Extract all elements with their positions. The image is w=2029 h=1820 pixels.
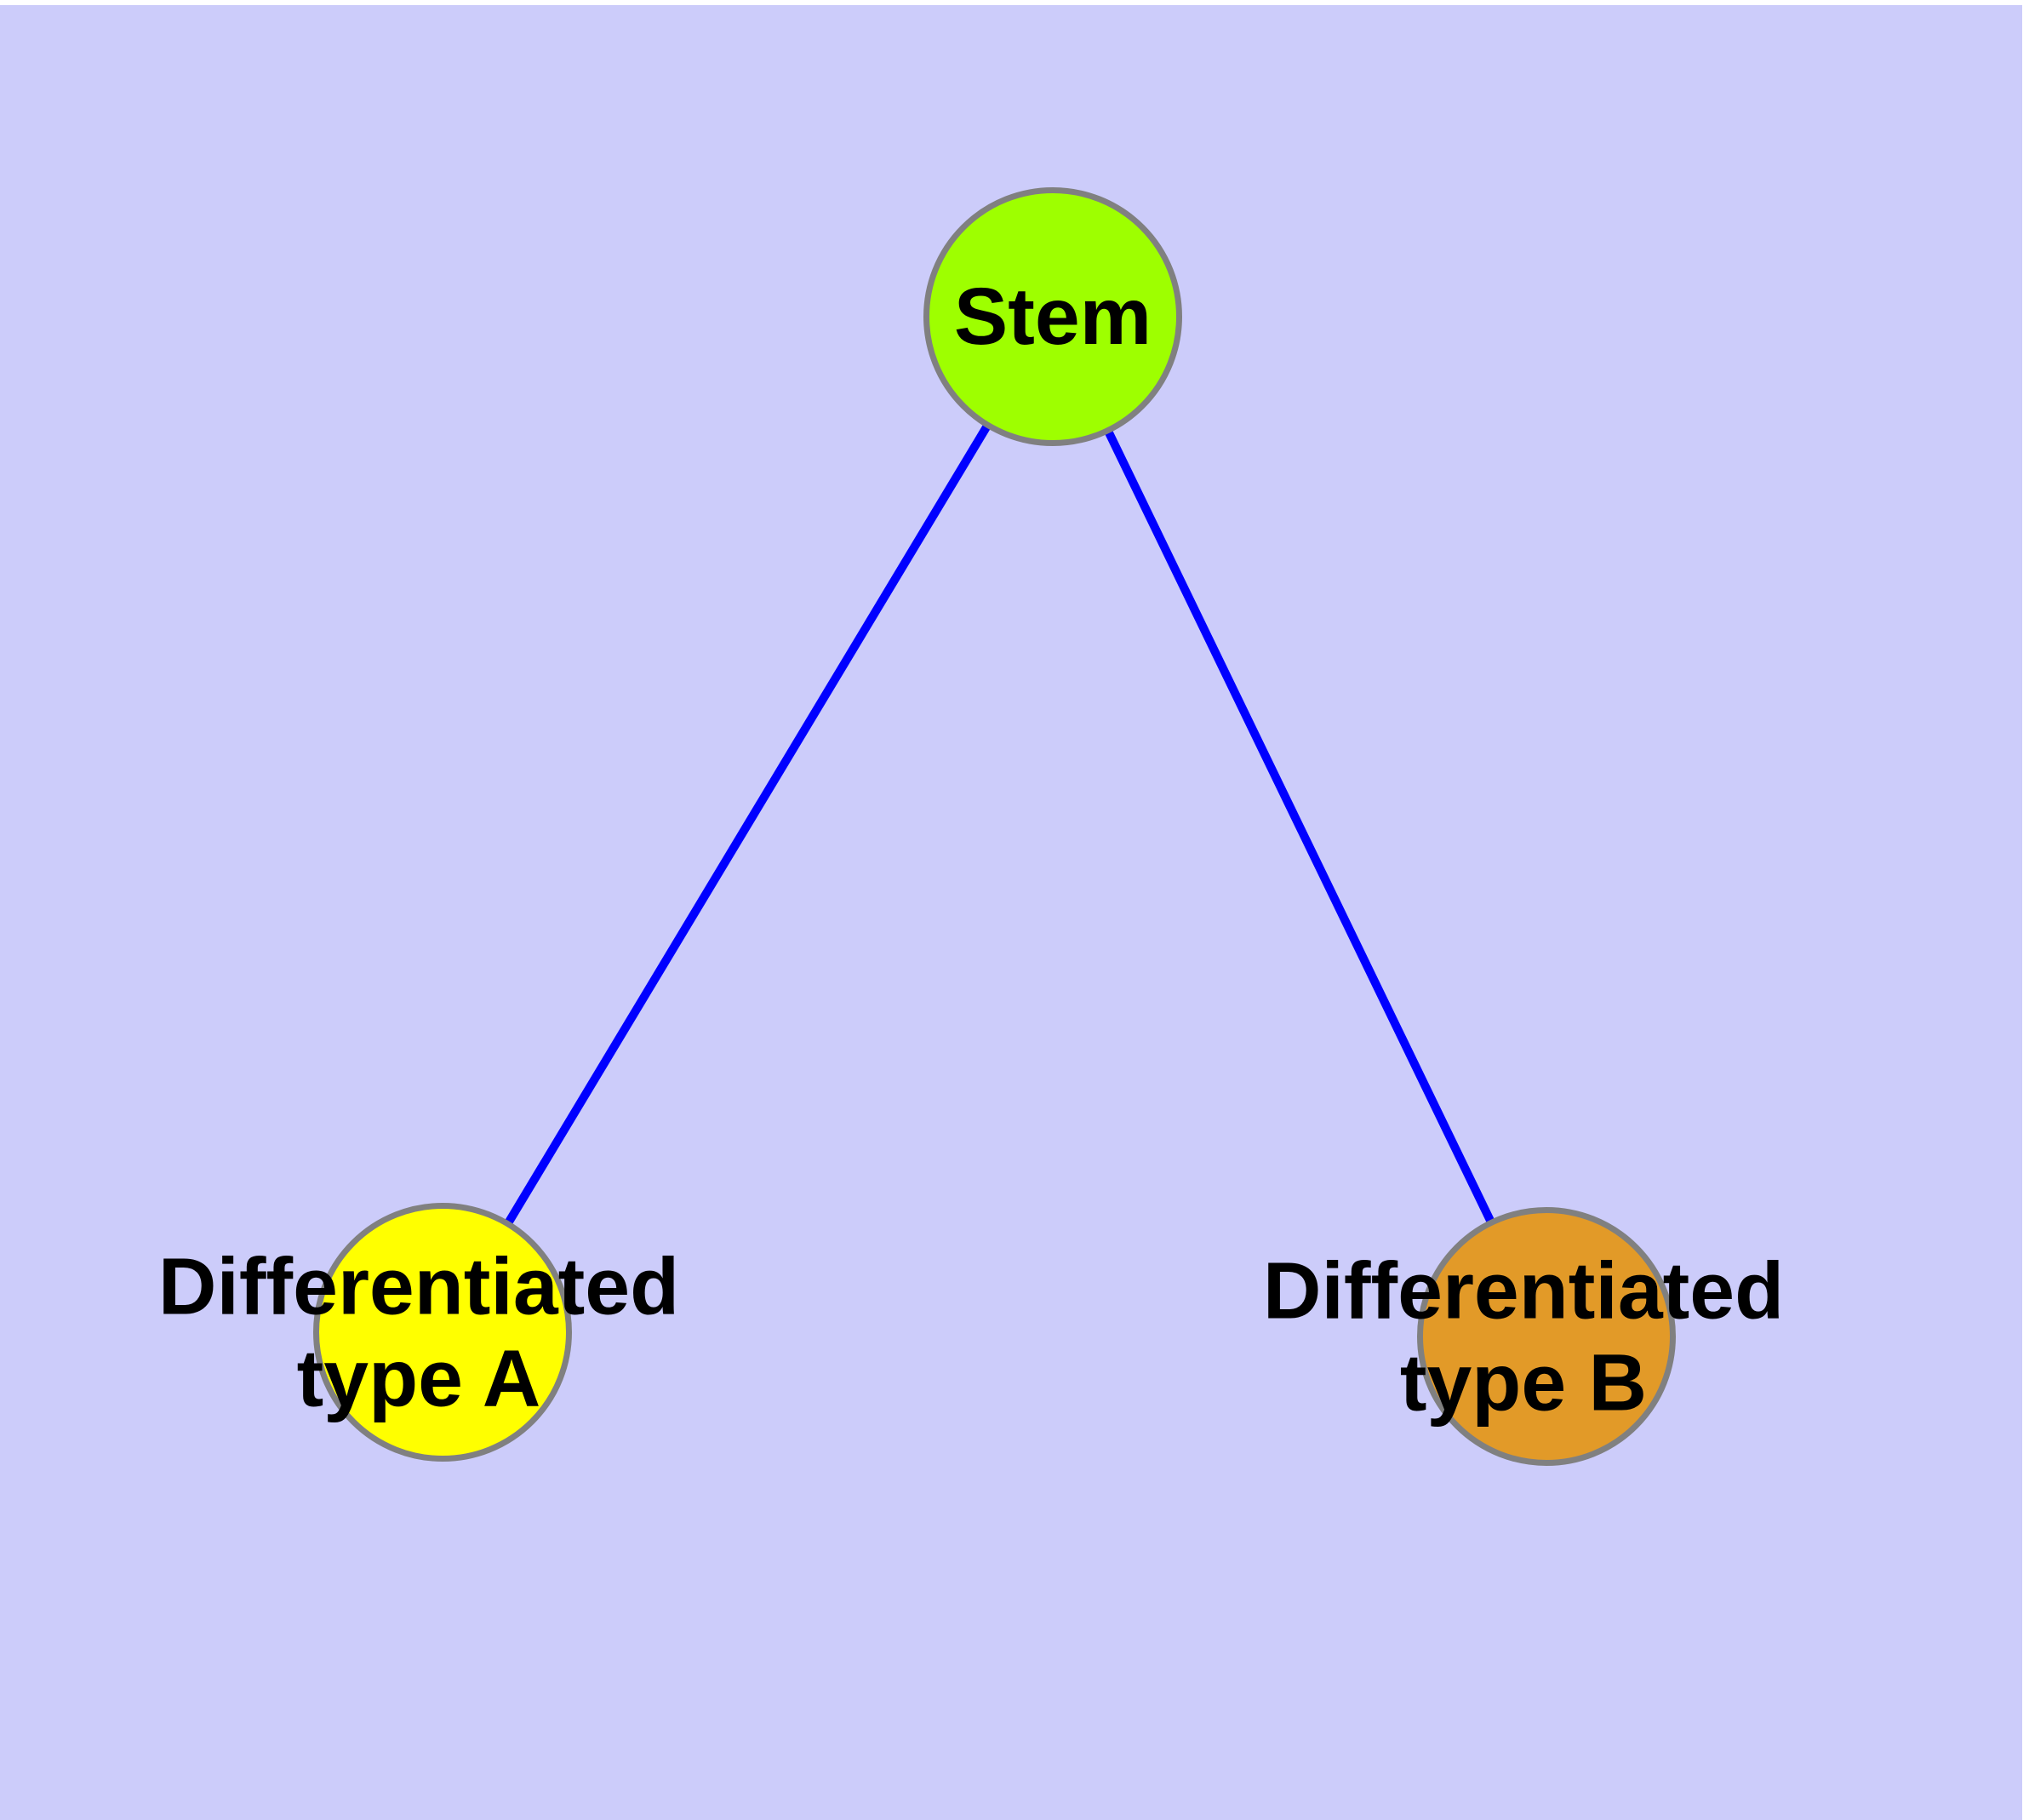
node-layer [313,187,1676,1466]
edge-layer [503,422,1496,1227]
graph-edge[interactable] [503,422,992,1227]
graph-node-diff_a[interactable] [313,1203,572,1462]
graph-node-diff_b[interactable] [1417,1207,1676,1466]
graph-node-stem[interactable] [923,187,1182,446]
graph-edge[interactable] [1103,428,1496,1225]
